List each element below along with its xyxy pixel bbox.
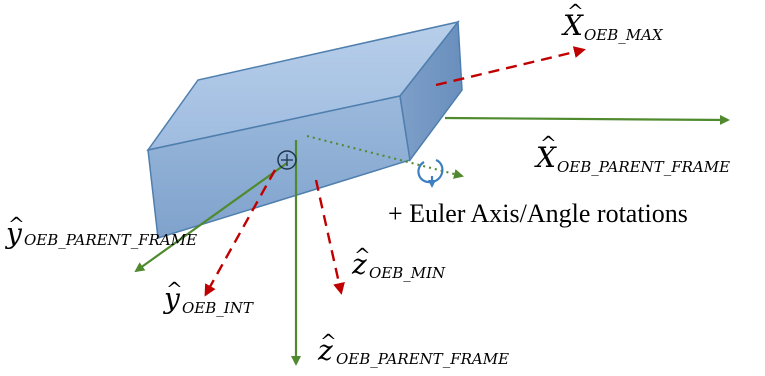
euler-axis-dotted	[306, 135, 464, 179]
x-max-axis	[435, 46, 586, 87]
oriented-box	[146, 19, 463, 239]
label-z-min-sub: OEB_MIN	[369, 264, 446, 282]
label-z-min-letter: z	[351, 248, 367, 281]
label-x-parent-sub: OEB_PARENT_FRAME	[557, 158, 730, 176]
svg-text:^: ^	[354, 243, 371, 267]
label-y-int-letter: y	[162, 282, 181, 315]
z-min-axis	[314, 179, 345, 295]
label-y-parent-sub: OEB_PARENT_FRAME	[24, 231, 197, 249]
label-z-parent-sub: OEB_PARENT_FRAME	[336, 350, 509, 368]
euler-rotation-note: + Euler Axis/Angle rotations	[388, 199, 688, 228]
label-z-parent-letter: z	[317, 334, 333, 367]
svg-text:^: ^	[540, 131, 557, 155]
label-y-int-sub: OEB_INT	[182, 299, 254, 317]
box-side-face	[399, 19, 463, 162]
svg-text:^: ^	[320, 329, 337, 353]
label-z-parent: ^ z OEB_PARENT_FRAME	[317, 329, 509, 368]
svg-text:^: ^	[567, 0, 584, 23]
label-x-parent: ^ X OEB_PARENT_FRAME	[534, 131, 730, 176]
x-parent-axis	[444, 114, 730, 125]
label-y-parent-letter: y	[4, 217, 23, 250]
label-y-parent: ^ y OEB_PARENT_FRAME	[4, 212, 197, 250]
y-parent-axis	[134, 162, 288, 273]
label-x-max-letter: X	[561, 9, 584, 42]
label-x-max: ^ X OEB_MAX	[561, 0, 664, 44]
y-int-axis	[204, 169, 277, 297]
origin-marker	[277, 150, 297, 170]
label-y-int: ^ y OEB_INT	[162, 277, 254, 317]
label-x-max-sub: OEB_MAX	[584, 26, 664, 44]
svg-text:^: ^	[166, 277, 183, 301]
label-z-min: ^ z OEB_MIN	[351, 243, 446, 282]
label-x-parent-letter: X	[534, 141, 557, 174]
rotation-arrow-icon	[417, 158, 444, 188]
svg-text:^: ^	[8, 212, 25, 236]
